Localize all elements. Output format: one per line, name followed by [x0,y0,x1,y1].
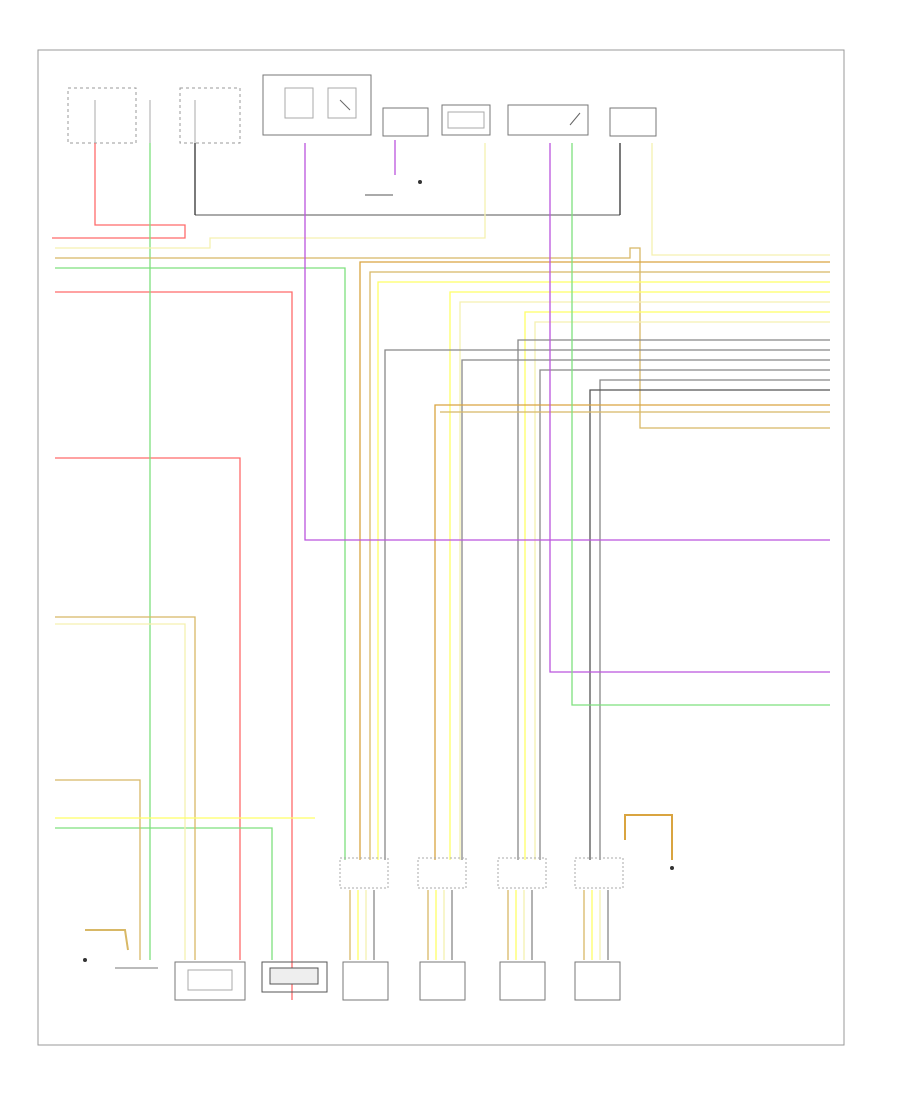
wire-tan-left [55,616,196,960]
wire-yellow-bus-3 [377,281,830,860]
injector-bank-2 [417,857,467,1001]
injector-bank-1 [339,857,389,1001]
wire-tan-bus-2 [369,271,830,860]
wire-yellow-bus-6 [524,311,830,860]
wire-green-low [55,827,273,960]
hvac-sensor-group [179,87,241,144]
center-switch-module [507,104,589,136]
control-module [261,961,328,993]
wire-green-right [571,143,830,706]
wire-grey-5 [599,379,830,860]
fuse-relay-box [262,74,372,136]
wire-ltyellow-left [55,623,186,960]
wire-ltyellow-right [651,143,830,256]
wire-tan-ll [55,779,141,960]
wire-ltyellow-bus-7 [534,321,830,860]
wire-green-2 [55,267,346,860]
wire-violet-1 [304,143,830,541]
wire-red-mid [55,457,241,960]
injector-bank-4 [574,857,624,1001]
wire-ltyellow-top [55,143,486,249]
wire-dgrey-6 [589,389,830,860]
wire-grey-4 [539,369,830,860]
right-sensor-module [609,107,657,137]
diagram-frame [37,49,845,1046]
fuel-tank-sender [67,87,151,144]
wire-violet-2 [549,143,830,673]
wire-orange-ground [624,814,673,860]
lower-left-unit [83,929,158,969]
wire-orange-1 [359,261,830,860]
wire-red-top-1 [52,143,186,239]
left-sensor-module [441,104,491,136]
throttle-body-module [174,961,246,1001]
wire-tan-right [55,247,830,429]
wire-grey-1 [384,349,830,860]
wire-red-long [55,291,293,1000]
wire-yellow-bus-4 [449,291,830,860]
wire-grey-3 [517,339,830,860]
ground-symbol [670,866,674,870]
wire-group [52,140,830,1000]
wire-grey-2 [461,359,830,860]
resistor-unit [382,107,429,137]
wire-ltyellow-bus-5 [459,301,830,860]
injector-bank-3 [497,857,547,1001]
wire-orange-mid [434,404,830,860]
